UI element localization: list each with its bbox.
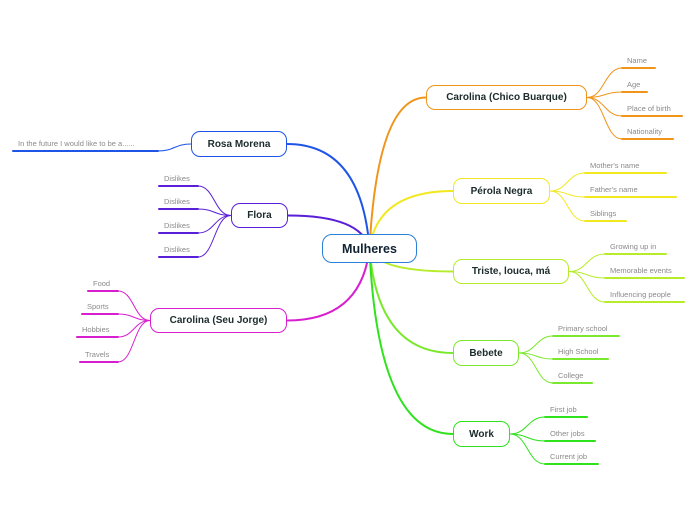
connector-chico-leaf-0: [586, 67, 623, 98]
chico-leaf-2[interactable]: Place of birth: [627, 104, 671, 113]
perola-leaf-0[interactable]: Mother's name: [590, 161, 640, 170]
work-leaf-0[interactable]: First job: [550, 405, 577, 414]
connector-perola-leaf-2: [549, 190, 586, 222]
flora-leaf-1[interactable]: Dislikes: [164, 197, 190, 206]
chico-leaf-0[interactable]: Name: [627, 56, 648, 65]
connector-root-to-rosa: [286, 143, 371, 250]
seujorge-leaf-2[interactable]: Hobbies: [82, 325, 110, 334]
connector-root-to-bebete: [368, 247, 454, 354]
connector-bebete-leaf-0: [518, 335, 554, 354]
branch-bebete[interactable]: Bebete: [453, 340, 519, 366]
bebete-leaf-0[interactable]: Primary school: [558, 324, 608, 333]
bebete-leaf-2[interactable]: College: [558, 371, 584, 380]
triste-leaf-0[interactable]: Growing up in: [610, 242, 657, 251]
connector-chico-leaf-2: [586, 97, 623, 117]
seujorge-leaf-3[interactable]: Travels: [85, 350, 110, 359]
flora-leaf-0[interactable]: Dislikes: [164, 174, 190, 183]
work-leaf-2[interactable]: Current job: [550, 452, 588, 461]
connector-root-to-chico: [368, 96, 427, 250]
seujorge-leaf-0[interactable]: Food: [93, 279, 111, 288]
connector-seujorge-leaf-0: [117, 290, 151, 321]
branch-triste[interactable]: Triste, louca, má: [453, 259, 569, 284]
connector-triste-leaf-2: [568, 271, 606, 303]
perola-leaf-2[interactable]: Siblings: [590, 209, 617, 218]
connector-bebete-leaf-2: [518, 352, 554, 384]
connector-rosa-leaf-0: [157, 143, 192, 152]
branch-rosa[interactable]: Rosa Morena: [191, 131, 287, 157]
seujorge-leaf-1[interactable]: Sports: [87, 302, 109, 311]
branch-flora[interactable]: Flora: [231, 203, 288, 228]
connector-flora-leaf-0: [197, 185, 232, 216]
chico-leaf-1[interactable]: Age: [627, 80, 641, 89]
connector-root-to-seujorge: [286, 247, 371, 322]
connector-root-to-work: [368, 247, 454, 435]
work-leaf-1[interactable]: Other jobs: [550, 429, 585, 438]
triste-leaf-2[interactable]: Influencing people: [610, 290, 671, 299]
perola-leaf-1[interactable]: Father's name: [590, 185, 638, 194]
connector-triste-leaf-0: [568, 253, 606, 272]
chico-leaf-3[interactable]: Nationality: [627, 127, 663, 136]
connector-work-leaf-0: [509, 416, 546, 435]
connector-flora-leaf-1: [197, 208, 232, 216]
flora-leaf-3[interactable]: Dislikes: [164, 245, 190, 254]
connector-seujorge-leaf-2: [117, 320, 151, 338]
connector-flora-leaf-2: [197, 215, 232, 234]
central-topic-mulheres[interactable]: Mulheres: [322, 234, 417, 263]
flora-leaf-2[interactable]: Dislikes: [164, 221, 190, 230]
branch-perola[interactable]: Pérola Negra: [453, 178, 550, 204]
connector-seujorge-leaf-3: [117, 320, 151, 363]
connector-flora-leaf-3: [197, 215, 232, 258]
connector-chico-leaf-3: [586, 97, 623, 140]
connector-perola-leaf-0: [549, 172, 586, 192]
bebete-leaf-1[interactable]: High School: [558, 347, 599, 356]
triste-leaf-1[interactable]: Memorable events: [610, 266, 672, 275]
branch-seujorge[interactable]: Carolina (Seu Jorge): [150, 308, 287, 333]
connector-work-leaf-2: [509, 433, 546, 465]
branch-chico[interactable]: Carolina (Chico Buarque): [426, 85, 587, 110]
rosa-leaf-0[interactable]: In the future I would like to be a......: [18, 139, 135, 148]
branch-work[interactable]: Work: [453, 421, 510, 447]
